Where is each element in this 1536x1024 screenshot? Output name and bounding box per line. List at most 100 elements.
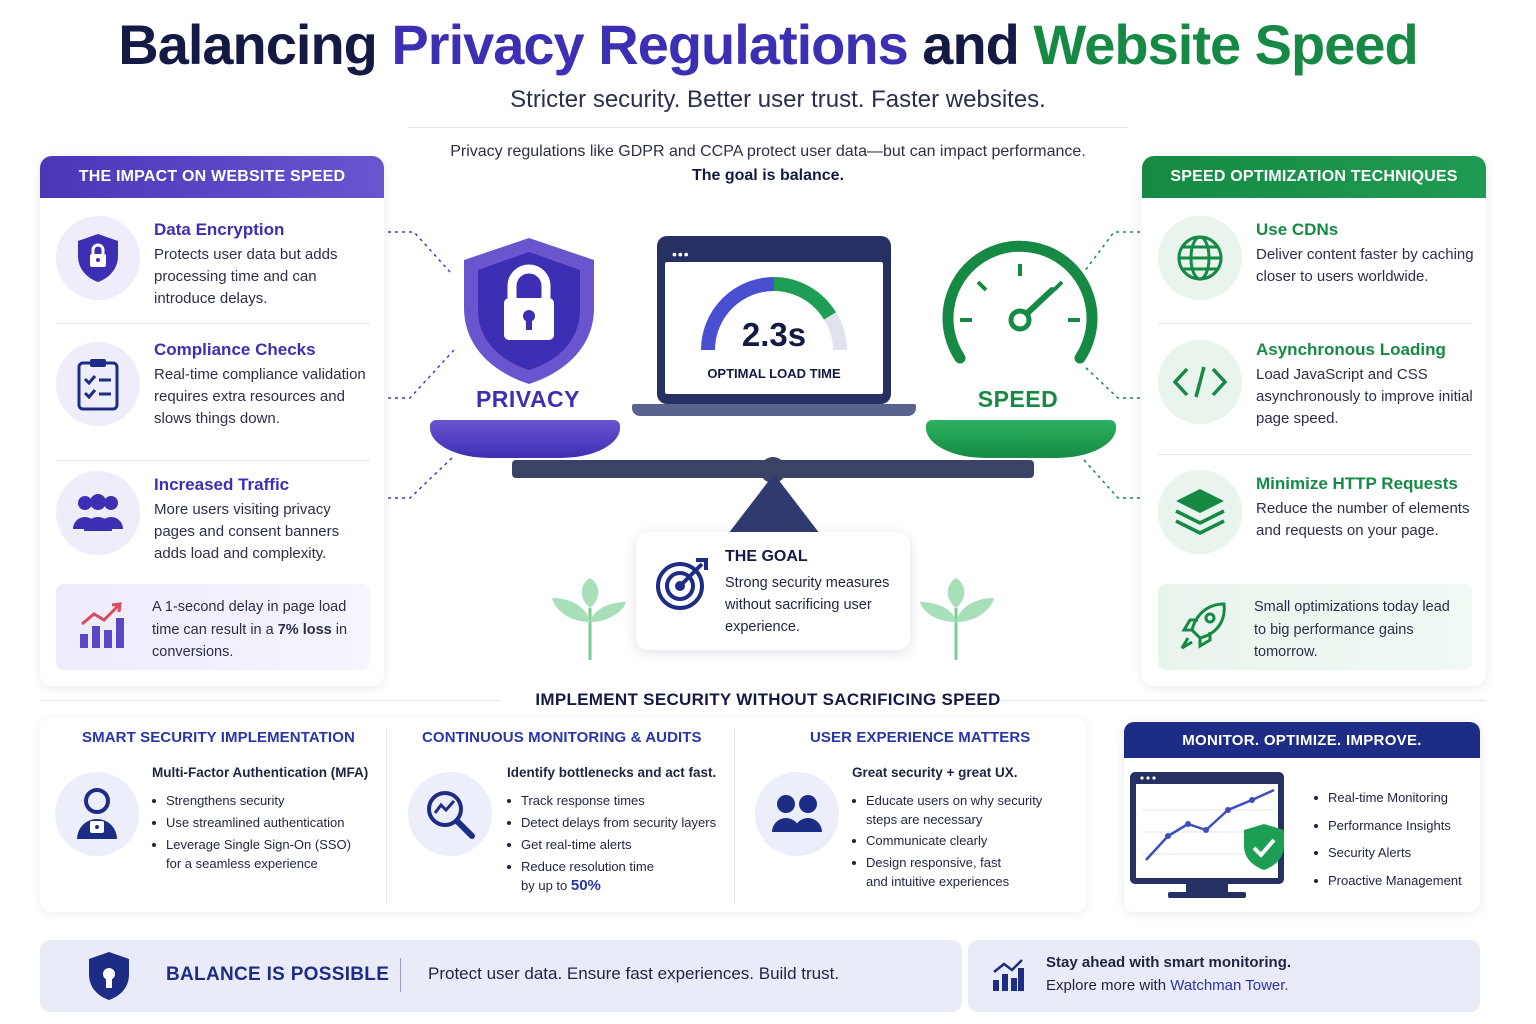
load-time-value: 2.3s [741, 316, 807, 353]
speed-label: SPEED [977, 386, 1059, 412]
item-desc: Protects user data but adds processing t… [154, 246, 338, 307]
impact-item-compliance: Compliance Checks Real-time compliance v… [56, 340, 368, 460]
technique-item-http: Minimize HTTP Requests Reduce the number… [1158, 470, 1470, 574]
bullet-item: Security Alerts [1314, 839, 1462, 867]
laptop-base [632, 404, 916, 416]
impact-panel: THE IMPACT ON WEBSITE SPEED Data Encrypt… [40, 156, 384, 686]
bullet-item: Use streamlined authentication [152, 812, 376, 834]
intro-goal: The goal is balance. [691, 167, 845, 184]
divider [400, 958, 401, 992]
connector-lines [388, 231, 1140, 499]
column-title-ux: USER EXPERIENCE MATTERS [810, 729, 1031, 746]
monitor-panel: MONITOR. OPTIMIZE. IMPROVE. Real-time Mo… [1124, 722, 1480, 912]
layers-icon [1158, 470, 1242, 554]
item-desc: Load JavaScript and CSS asynchronously t… [1256, 366, 1473, 427]
item-title: Use CDNs [1256, 220, 1339, 239]
goal-text: Strong security measures without sacrifi… [725, 575, 890, 635]
highlight-percent: 50% [570, 877, 601, 894]
users-icon [755, 772, 839, 856]
implement-heading: IMPLEMENT SECURITY WITHOUT SACRIFICING S… [535, 690, 1001, 709]
goal-card: THE GOAL Strong security measures withou… [636, 532, 910, 650]
impact-panel-heading: THE IMPACT ON WEBSITE SPEED [40, 156, 384, 198]
checklist-icon [56, 342, 140, 426]
bullet-item: Strengthens security [152, 790, 376, 812]
intro-text: Privacy regulations like GDPR and CCPA p… [450, 143, 1086, 160]
item-title: Increased Traffic [154, 475, 290, 494]
item-title: Data Encryption [154, 220, 285, 239]
divider [1158, 454, 1472, 455]
load-gauge [701, 277, 847, 351]
column-title-monitoring: CONTINUOUS MONITORING & AUDITS [422, 729, 702, 746]
bullet-item: Real-time Monitoring [1314, 784, 1462, 812]
impact-item-traffic: Increased Traffic More users visiting pr… [56, 471, 368, 575]
goal-title: THE GOAL [725, 548, 808, 565]
techniques-panel: SPEED OPTIMIZATION TECHNIQUES Use CDNs D… [1142, 156, 1486, 686]
techniques-panel-heading: SPEED OPTIMIZATION TECHNIQUES [1142, 156, 1486, 198]
divider [56, 323, 370, 324]
item-desc: More users visiting privacy pages and co… [154, 501, 340, 562]
users-icon [56, 471, 140, 555]
window-dots: ••• [672, 246, 690, 262]
item-title: Minimize HTTP Requests [1256, 474, 1458, 493]
load-time-caption: OPTIMAL LOAD TIME [707, 366, 841, 381]
security-bullet-list: Strengthens security Use streamlined aut… [152, 790, 376, 874]
monitoring-cta-banner: Stay ahead with smart monitoring. Explor… [968, 940, 1480, 1012]
cta-text: Explore more with Watchman Tower. [1046, 977, 1289, 994]
scale-base [728, 474, 820, 534]
item-desc: Real-time compliance validation requires… [154, 366, 366, 427]
monitor-dashboard-icon [1130, 772, 1284, 898]
impact-item-encryption: Data Encryption Protects user data but a… [56, 216, 368, 310]
rocket-icon [1178, 600, 1228, 657]
lock-shield-icon [56, 216, 140, 300]
bullet-item: Proactive Management [1314, 867, 1462, 895]
page-title: Balancing Privacy Regulations and Websit… [118, 13, 1418, 76]
item-desc: Deliver content faster by caching closer… [1256, 246, 1474, 285]
balance-banner: BALANCE IS POSSIBLE Protect user data. E… [40, 940, 962, 1012]
growth-chart-icon [993, 959, 1024, 991]
technique-item-async: Asynchronous Loading Load JavaScript and… [1158, 340, 1473, 450]
leaf-decoration-left [552, 578, 626, 660]
bullet-item: Communicate clearly [852, 830, 1076, 852]
column-subtitle: Multi-Factor Authentication (MFA) [152, 765, 369, 780]
speedometer-icon [942, 240, 1098, 364]
monitor-heading: MONITOR. OPTIMIZE. IMPROVE. [1124, 722, 1480, 758]
cta-headline: Stay ahead with smart monitoring. [1046, 954, 1292, 971]
section-divider-right [1000, 700, 1486, 701]
page-subtitle: Stricter security. Better user trust. Fa… [510, 86, 1046, 113]
technique-item-cdn: Use CDNs Deliver content faster by cachi… [1158, 216, 1474, 310]
leaf-decoration-right [920, 578, 994, 660]
speed-pan [926, 420, 1116, 458]
bullet-item: Leverage Single Sign-On (SSO)for a seaml… [152, 834, 376, 874]
code-icon [1158, 340, 1242, 424]
monitoring-bullet-list: Track response times Detect delays from … [507, 790, 727, 896]
watchman-tower-link[interactable]: Watchman Tower. [1170, 977, 1289, 994]
globe-icon [1158, 216, 1242, 300]
section-divider-left [40, 700, 500, 701]
target-icon [656, 558, 708, 610]
header-divider [408, 127, 1128, 128]
privacy-label: PRIVACY [475, 386, 581, 412]
privacy-pan [430, 420, 620, 458]
column-subtitle: Identify bottlenecks and act fast. [507, 765, 717, 780]
column-divider [386, 728, 387, 904]
techniques-callout: Small optimizations today lead to big pe… [1158, 584, 1472, 670]
balance-title: BALANCE IS POSSIBLE [166, 964, 390, 985]
item-title: Compliance Checks [154, 340, 316, 359]
divider [1158, 323, 1472, 324]
callout-text: A 1-second delay in page load time can r… [152, 599, 348, 660]
bullet-item: Performance Insights [1314, 812, 1462, 840]
impact-callout: A 1-second delay in page load time can r… [56, 584, 370, 670]
bullet-item: Track response times [507, 790, 727, 812]
bar-chart-up-icon [78, 600, 124, 655]
balance-text: Protect user data. Ensure fast experienc… [428, 964, 840, 983]
column-divider [734, 728, 735, 904]
item-title: Asynchronous Loading [1256, 340, 1446, 359]
callout-text: Small optimizations today lead to big pe… [1254, 599, 1450, 660]
column-title-security: SMART SECURITY IMPLEMENTATION [82, 729, 355, 746]
column-subtitle: Great security + great UX. [852, 765, 1018, 780]
bullet-item: Get real-time alerts [507, 834, 727, 856]
